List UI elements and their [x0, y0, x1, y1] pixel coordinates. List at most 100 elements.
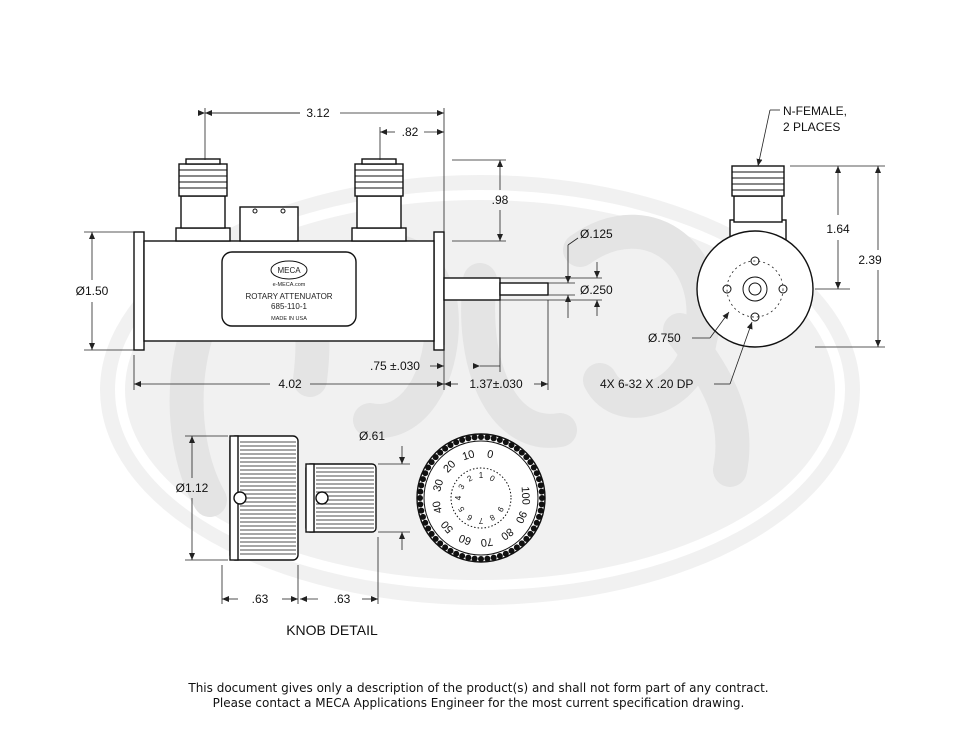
dial-serration [465, 435, 472, 442]
dial-serration [523, 535, 530, 542]
dial-inner-label: 1 [479, 471, 484, 480]
dial-serration [471, 555, 478, 562]
dial-outer-label: 80 [498, 525, 515, 542]
side-view: N-FEMALE, 2 PLACES 1.64 2.39 Ø.750 4X 6-… [600, 104, 885, 391]
dial-outer-label: 100 [519, 486, 532, 505]
dial-serration [484, 555, 491, 562]
dial-outer-label: 40 [431, 500, 445, 514]
dial-serration [428, 530, 435, 537]
bolt-circle-label: Ø.750 [648, 331, 681, 345]
left-flange [133, 231, 145, 351]
dial-serration [508, 442, 515, 449]
dial-outer-label: 0 [486, 448, 494, 461]
dial-serration [536, 513, 543, 520]
connector-height-label: .98 [492, 193, 509, 207]
body-length-label: 4.02 [278, 377, 302, 391]
dial-serration [533, 519, 540, 526]
knob-hub-diameter-label: Ø.61 [359, 429, 385, 443]
dial-serration [459, 436, 466, 443]
end-face-circle [696, 230, 814, 348]
dial-inner-label: 4 [454, 495, 463, 500]
dial-inner-label: 3 [457, 482, 467, 491]
side-height-short-label: 1.64 [826, 222, 850, 236]
dial-serration [538, 501, 545, 508]
dial-inner-label: 2 [466, 473, 475, 483]
dial-serration [496, 553, 503, 560]
dial-serration [417, 488, 424, 495]
bushing-length-label: .75 ±.030 [370, 359, 420, 373]
dial-serration [478, 556, 484, 562]
dial-serration [538, 488, 545, 495]
right-flange [433, 231, 445, 351]
side-height-total-label: 2.39 [858, 253, 882, 267]
disclaimer-line-2: Please contact a MECA Applications Engin… [212, 696, 745, 710]
dial-serration [502, 439, 509, 446]
connector-note-line1: N-FEMALE, [783, 104, 847, 118]
product-label-plate [221, 251, 357, 327]
dial-serration [478, 434, 484, 440]
dial-inner-label: 0 [488, 474, 497, 484]
knob-diameter-label: Ø1.12 [176, 481, 209, 495]
meca-logo [270, 260, 308, 280]
dial-serration [428, 459, 435, 466]
dial-serration [459, 553, 466, 560]
dial-outer-label: 10 [461, 448, 476, 463]
dial-serration [422, 519, 429, 526]
shaft-length-label: 1.37±.030 [469, 377, 523, 391]
dial-serration [465, 554, 472, 561]
dial-serration [419, 513, 426, 520]
dial-outer-label: 60 [457, 531, 473, 547]
front-view: MECA e-MECA.com ROTARY ATTENUATOR 685-11… [76, 106, 613, 391]
dial-serration [418, 507, 425, 514]
shaft [499, 282, 549, 296]
dial-serration [523, 454, 530, 461]
dial-serration [425, 464, 432, 471]
dial-serration [471, 434, 478, 441]
dial-serration [537, 482, 544, 489]
product-name: ROTARY ATTENUATOR [245, 292, 332, 301]
dial-serration [432, 535, 439, 542]
dial-serration [518, 540, 525, 547]
dial-serration [502, 550, 509, 557]
dial-outer-label: 30 [431, 478, 446, 493]
body-diameter-label: Ø1.50 [76, 284, 109, 298]
dial-serration [490, 554, 497, 561]
dial-serration [533, 470, 540, 477]
dial-serration [425, 525, 432, 532]
dial-serration [527, 530, 534, 537]
dial-serration [418, 482, 425, 489]
dial-serration [417, 495, 423, 501]
dial-serration [437, 449, 444, 456]
dial-serration [442, 544, 449, 551]
top-plate [239, 206, 299, 242]
dial-serration [513, 445, 520, 452]
dial-serration [417, 501, 424, 508]
shaft-diameter-label: Ø.125 [580, 227, 613, 241]
origin-text: MADE IN USA [271, 316, 307, 322]
bushing-diameter-label: Ø.250 [580, 283, 613, 297]
dial-face [423, 440, 539, 556]
logo-text: MECA [277, 266, 301, 275]
dial-serration [508, 547, 515, 554]
mounting-holes-label: 4X 6-32 X .20 DP [600, 377, 693, 391]
dial-serration [442, 445, 449, 452]
overall-length-label: 3.12 [306, 106, 330, 120]
dial-serration [453, 439, 460, 446]
connector-offset-label: .82 [402, 125, 419, 139]
dial-serration [496, 436, 503, 443]
dial-serration [537, 507, 544, 514]
dial-inner-label: 5 [456, 505, 466, 514]
dial-serration [518, 449, 525, 456]
dial-serration [447, 442, 454, 449]
dial-outer-label: 90 [513, 509, 529, 525]
knob-width-2-label: .63 [334, 592, 351, 606]
dial-serration [447, 547, 454, 554]
dial-inner-label: 8 [488, 512, 497, 522]
disclaimer-line-1: This document gives only a description o… [188, 681, 769, 695]
bushing [443, 277, 501, 301]
dial-inner-label: 9 [495, 505, 505, 514]
